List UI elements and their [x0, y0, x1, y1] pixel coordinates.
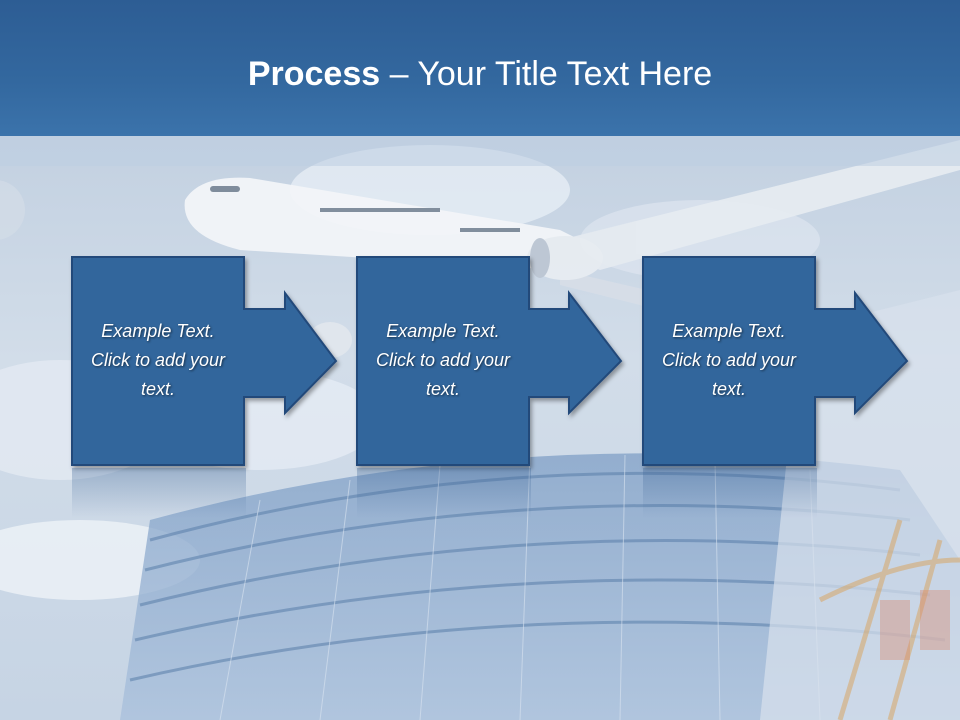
process-step-3-shape[interactable] [642, 256, 909, 466]
step-1-text[interactable]: Example Text. Click to add your text. [90, 320, 226, 399]
step-2-reflection [357, 468, 531, 518]
step-1-reflection [72, 468, 246, 518]
slide-title[interactable]: Process – Your Title Text Here [0, 54, 960, 94]
process-step-1[interactable]: Example Text. Click to add your text. [72, 256, 246, 466]
title-bold: Process [247, 55, 381, 93]
process-step-1-shape[interactable] [71, 256, 338, 466]
header-divider [0, 136, 960, 166]
title-rest: – Your Title Text Here [380, 55, 713, 93]
step-2-text[interactable]: Example Text. Click to add your text. [375, 320, 511, 399]
step-3-reflection [643, 468, 817, 518]
title-bar [0, 0, 960, 136]
process-step-3[interactable]: Example Text. Click to add your text. [643, 256, 817, 466]
process-step-2[interactable]: Example Text. Click to add your text. [357, 256, 531, 466]
step-3-text[interactable]: Example Text. Click to add your text. [661, 320, 797, 399]
process-step-2-shape[interactable] [356, 256, 623, 466]
